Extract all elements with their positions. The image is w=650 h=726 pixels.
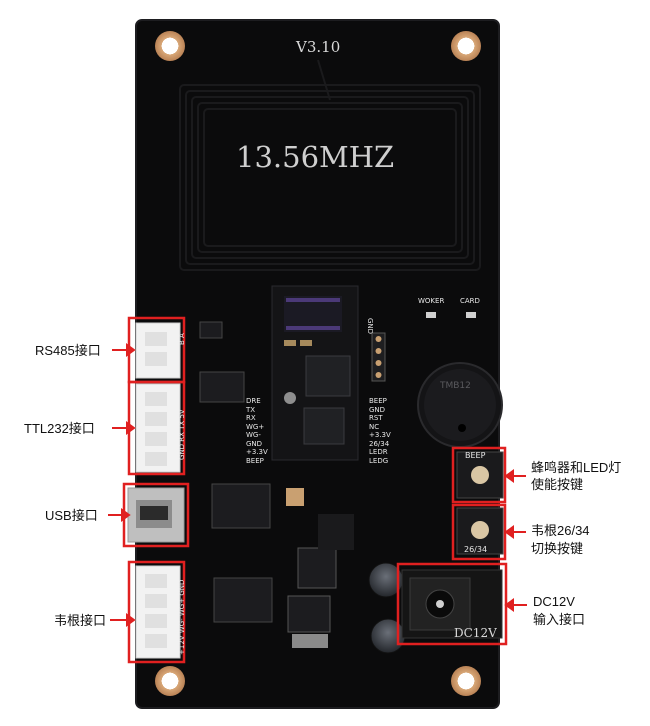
dc-silk: DC12V: [454, 626, 497, 640]
capacitor: [368, 562, 406, 654]
wg-silk: 26/34: [464, 545, 488, 554]
beep-button: [456, 451, 504, 499]
pin-label: WG+: [246, 422, 265, 431]
mounting-hole-icon: [155, 31, 481, 696]
pin-label: GND: [246, 439, 263, 448]
woker-silk: WOKER: [418, 297, 445, 305]
pin-label: WG-: [246, 431, 261, 439]
pin-label: GND: [369, 405, 386, 414]
gnd-silk: GND: [366, 318, 374, 335]
pin-label: +3.3V: [246, 448, 268, 456]
beep-led-label-line2: 使能按键: [531, 477, 584, 492]
pin-label: RX: [246, 414, 256, 422]
pin-label: BEEP: [246, 456, 264, 465]
version-text: V3.10: [296, 38, 341, 56]
frequency-text: 13.56MHZ: [236, 140, 395, 174]
wiegand-label: 韦根接口: [54, 613, 107, 628]
dc-label-line1: DC12V: [533, 594, 575, 609]
ttl232-pin-silk: GND RX TX 5V: [178, 409, 186, 460]
dc-label-line2: 输入接口: [533, 612, 586, 627]
ttl232-connector: [135, 383, 181, 473]
wg-switch-label-line1: 韦根26/34: [531, 523, 590, 538]
usb-connector: [127, 487, 185, 543]
card-silk: CARD: [460, 297, 480, 305]
usb-label: USB接口: [45, 508, 98, 523]
gnd-header: [371, 332, 386, 382]
pin-label: +3.3V: [369, 431, 391, 439]
pin-label: LEDR: [369, 448, 388, 456]
rf-module: [271, 285, 359, 461]
pin-label: LEDG: [369, 456, 389, 465]
buzzer-silk: TMB12: [440, 381, 471, 391]
wiegand-connector: [135, 565, 181, 659]
beep-led-label-line1: 蜂鸣器和LED灯: [531, 460, 622, 475]
pin-label: 26/34: [369, 439, 390, 448]
pin-label: DRE: [246, 397, 261, 405]
pin-label: BEEP: [369, 397, 387, 405]
pin-label: TX: [246, 405, 256, 414]
arrow-icon: [108, 343, 527, 627]
rs485-connector: [135, 322, 181, 379]
beep-silk: BEEP: [465, 451, 486, 460]
rs485-pin-silk: B A: [178, 333, 186, 345]
wg-switch-label-line2: 切换按键: [531, 541, 584, 556]
wiegand-pin-silk: +12V WG- WG+ GND: [178, 579, 186, 655]
dc-jack: [401, 569, 503, 639]
wg-switch-button: [456, 507, 504, 555]
buzzer-icon: [417, 362, 503, 448]
rs485-label: RS485接口: [35, 343, 101, 358]
ttl232-label: TTL232接口: [24, 421, 95, 436]
pin-label: NC: [369, 422, 380, 431]
pin-label: RST: [369, 414, 383, 422]
